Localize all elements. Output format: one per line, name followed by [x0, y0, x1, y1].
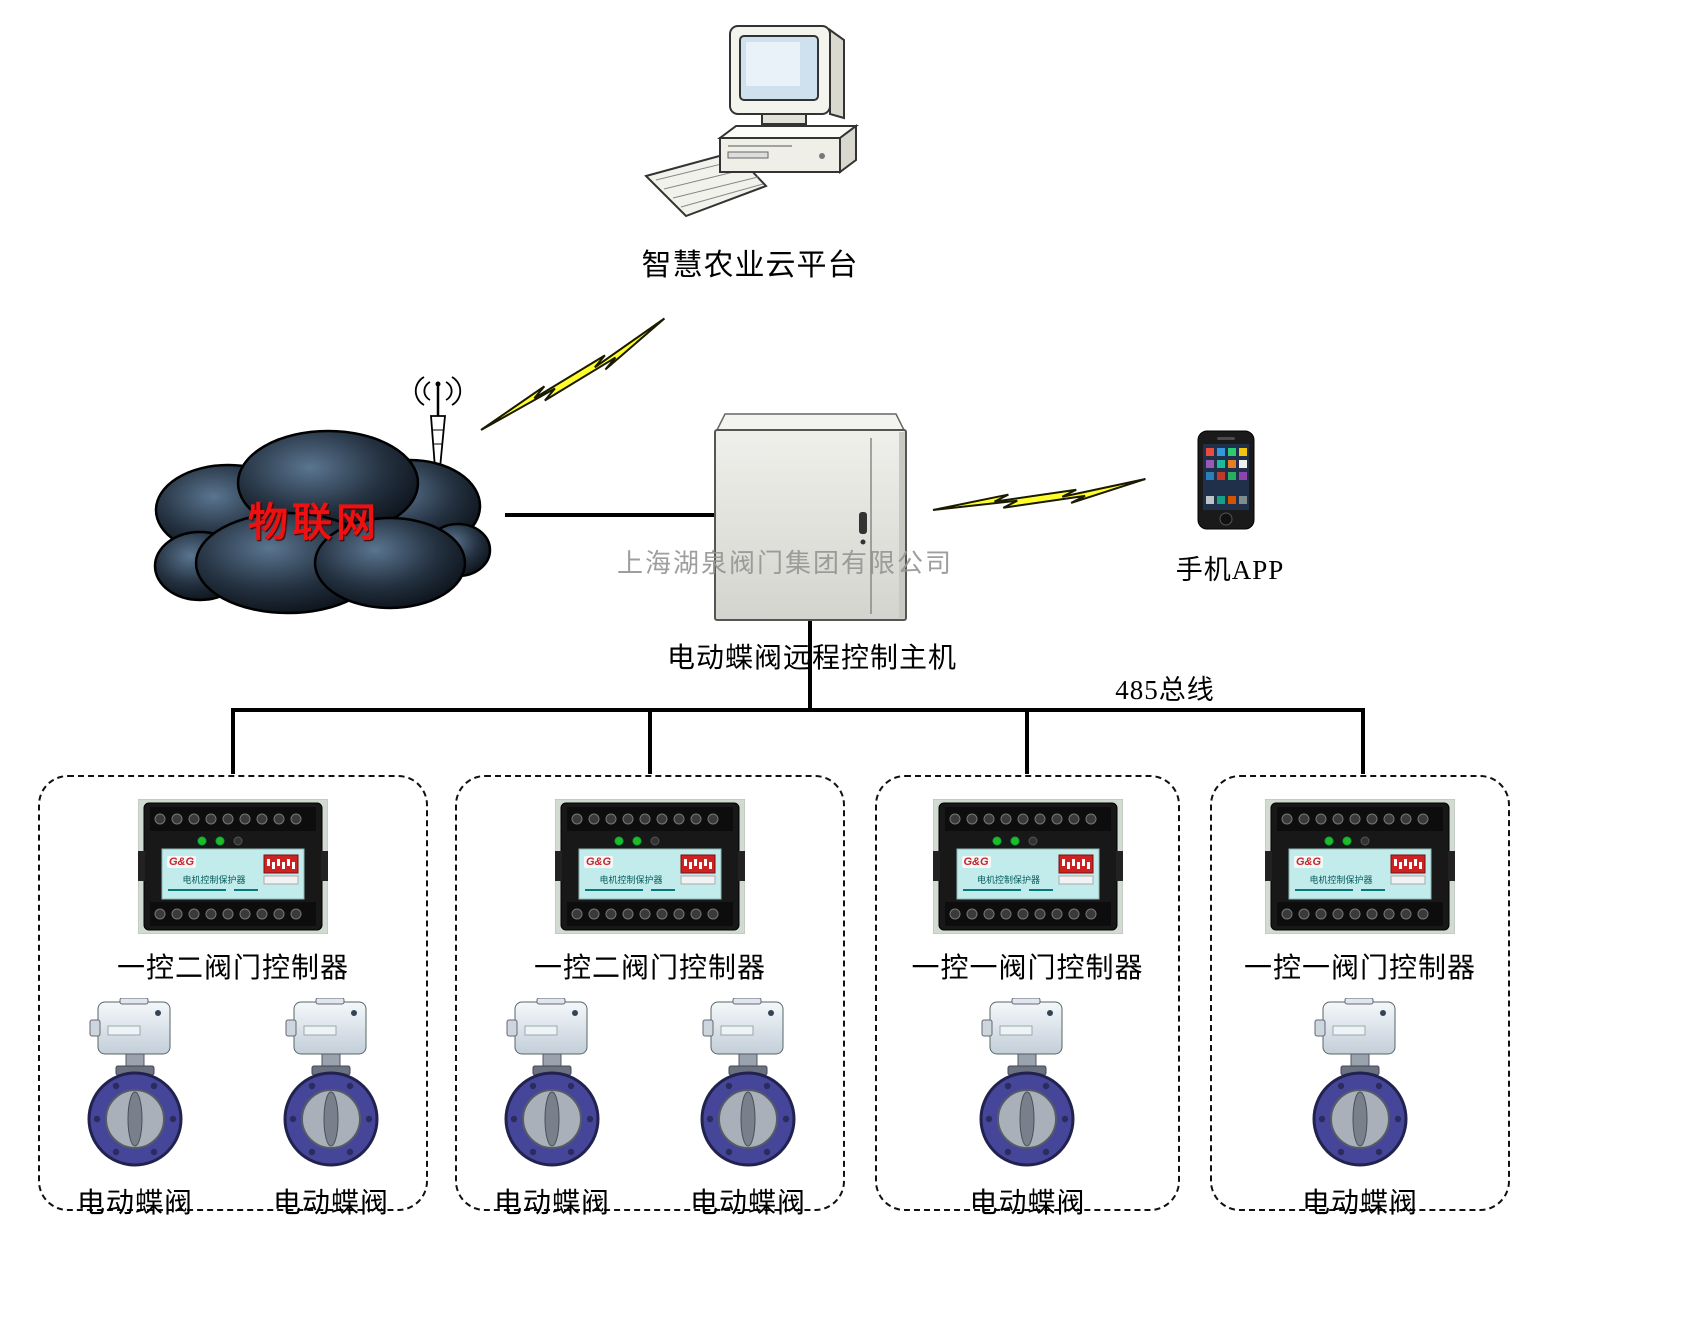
cabinet-handle	[859, 512, 867, 534]
controller-label: 一控一阀门控制器	[911, 953, 1144, 984]
valve-label: 电动蝶阀	[273, 1188, 390, 1219]
valve-label: 电动蝶阀	[1301, 1188, 1418, 1219]
valve-illustration	[283, 998, 379, 1167]
cloud-platform-label: 智慧农业云平台	[641, 249, 859, 282]
valve-controller-device: G&G 电机控制保护器	[554, 798, 746, 935]
butterfly-valve: 电动蝶阀	[494, 998, 610, 1221]
controller-device-label: 电机控制保护器	[1309, 875, 1373, 885]
valve-label: 电动蝶阀	[969, 1188, 1086, 1219]
valve-controller-device: G&G 电机控制保护器	[1264, 798, 1456, 935]
valve-group-4: G&G 电机控制保护器 一控一阀门控制器 电动蝶阀	[1210, 775, 1510, 1219]
iot-cloud-illustration	[153, 376, 492, 615]
valve-controller-device: G&G 电机控制保护器	[137, 798, 329, 935]
phone-home-button	[1219, 512, 1233, 526]
valve-controller-device: G&G 电机控制保护器	[932, 798, 1123, 935]
phone-app-label: 手机APP	[1175, 555, 1285, 585]
valve-group-1: G&G 电机控制保护器 一控二阀门控制器 电动蝶阀 电动蝶阀	[38, 775, 428, 1219]
iot-label: 物联网	[248, 500, 380, 545]
valve-illustration	[87, 998, 183, 1167]
controller-label: 一控二阀门控制器	[533, 953, 766, 984]
valve-illustration	[979, 998, 1075, 1167]
butterfly-valve: 电动蝶阀	[690, 998, 806, 1221]
valve-label: 电动蝶阀	[493, 1188, 610, 1219]
controller-brand: G&G	[167, 856, 197, 868]
valve-illustration	[700, 998, 796, 1167]
controller-brand: G&G	[584, 856, 614, 868]
lightning-bolt-icon	[932, 432, 1147, 556]
host-label: 电动蝶阀远程控制主机	[666, 643, 957, 674]
controller-device-label: 电机控制保护器	[599, 875, 663, 885]
controller-label: 一控一阀门控制器	[1243, 953, 1476, 984]
valve-illustration	[1312, 998, 1408, 1167]
controller-brand: G&G	[1294, 856, 1324, 868]
controller-device-label: 电机控制保护器	[976, 875, 1040, 885]
cloud-shape	[153, 429, 492, 615]
butterfly-valve: 电动蝶阀	[1302, 998, 1418, 1221]
controller-illustration	[932, 798, 1123, 935]
valve-group-3: G&G 电机控制保护器 一控一阀门控制器 电动蝶阀	[875, 775, 1180, 1219]
butterfly-valve: 电动蝶阀	[273, 998, 389, 1221]
phone-app-grid	[1206, 448, 1247, 504]
cloud-platform-computer-illustration	[644, 25, 859, 218]
butterfly-valve: 电动蝶阀	[969, 998, 1085, 1221]
valve-label: 电动蝶阀	[690, 1188, 807, 1219]
butterfly-valve: 电动蝶阀	[77, 998, 193, 1221]
controller-brand: G&G	[961, 856, 991, 868]
controller-label: 一控二阀门控制器	[116, 953, 349, 984]
control-host-cabinet	[714, 413, 907, 621]
valve-illustration	[504, 998, 600, 1167]
valve-label: 电动蝶阀	[76, 1188, 193, 1219]
mobile-phone-illustration	[1197, 430, 1255, 530]
antenna-icon	[414, 376, 462, 469]
bus-label: 485总线	[1115, 675, 1215, 705]
controller-device-label: 电机控制保护器	[182, 875, 246, 885]
valve-group-2: G&G 电机控制保护器 一控二阀门控制器 电动蝶阀 电动蝶阀	[455, 775, 845, 1219]
lightning-bolt-icon	[466, 317, 679, 431]
watermark-text: 上海湖泉阀门集团有限公司	[616, 549, 953, 578]
